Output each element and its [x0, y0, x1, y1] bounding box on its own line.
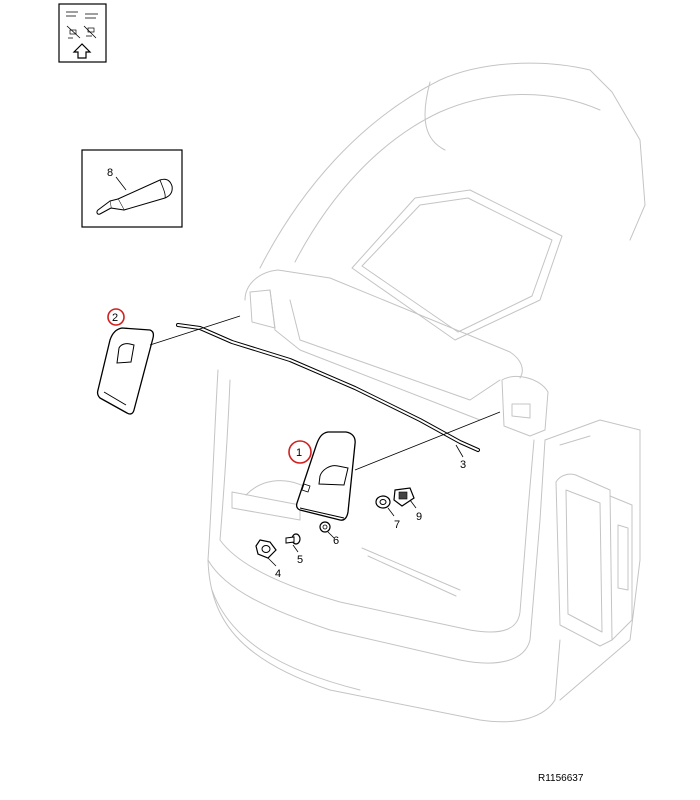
- part-5-screw: 5: [285, 533, 303, 566]
- part-4-grommet: 4: [255, 539, 281, 580]
- callout-5-label: 5: [297, 554, 303, 566]
- callout-1-label: 1: [296, 447, 302, 459]
- callout-2-label: 2: [112, 312, 118, 324]
- part-9-clip: 9: [393, 487, 422, 523]
- part-3-rubber-strip: 3: [176, 323, 480, 471]
- part-8-sealant-box: 8: [81, 149, 183, 228]
- reference-code: R1156637: [538, 773, 584, 784]
- part-2-left-trim-panel: 2: [96, 308, 241, 415]
- callout-2-highlight-ring: [107, 308, 125, 326]
- callout-9-label: 9: [416, 511, 422, 523]
- callout-4-label: 4: [275, 568, 281, 580]
- callout-8-label: 8: [107, 167, 113, 179]
- callout-7-label: 7: [394, 519, 400, 531]
- part-6-washer: 6: [319, 521, 339, 547]
- part-7-nut: 7: [375, 495, 400, 531]
- arrow-up-icon: [72, 43, 92, 59]
- part-1-center-trim-panel: 1: [288, 411, 501, 521]
- service-info-icon: [58, 3, 107, 63]
- callout-3-label: 3: [460, 459, 466, 471]
- vehicle-rear-outline: [207, 62, 646, 723]
- sealant-tube-icon: [96, 178, 173, 215]
- callout-6-label: 6: [333, 535, 339, 547]
- callout-1-highlight-ring: [288, 440, 312, 464]
